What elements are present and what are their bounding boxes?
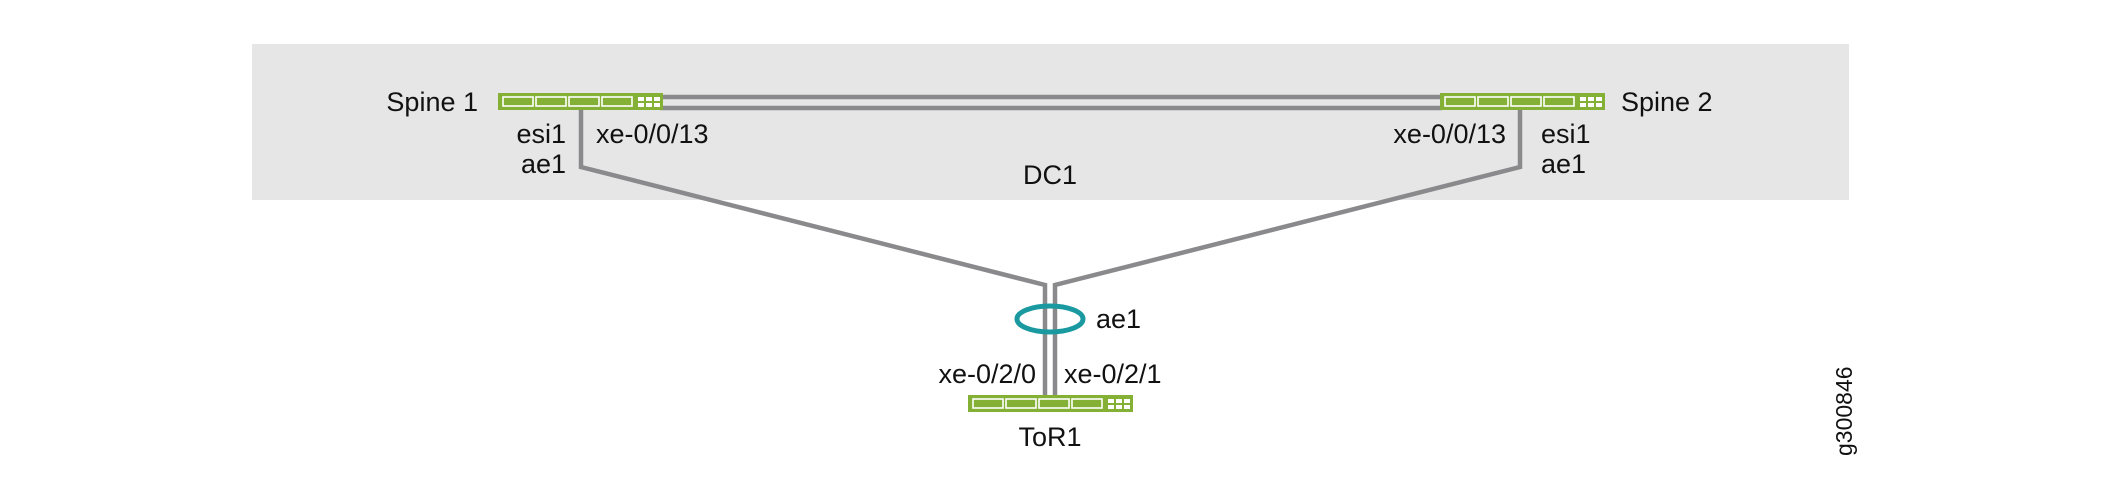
link-spine1-tor1	[578, 110, 1048, 396]
tor1-port-right-label: xe-0/2/1	[1064, 359, 1162, 389]
spine2-esi-label: esi1	[1541, 119, 1591, 149]
tor1-switch-icon	[968, 395, 1133, 412]
figure-id: g300846	[1831, 366, 1857, 456]
tor1-label: ToR1	[1018, 422, 1081, 452]
lag-ae1-icon	[1014, 303, 1086, 335]
link-spine2-tor1	[1052, 110, 1523, 396]
spine2-switch-icon	[1440, 93, 1605, 110]
dc1-region	[252, 44, 1849, 200]
spine2-port-label: xe-0/0/13	[1393, 119, 1506, 149]
spine1-esi-label: esi1	[516, 119, 566, 149]
spine1-ae-label: ae1	[521, 149, 566, 179]
dc1-label: DC1	[1023, 160, 1077, 190]
tor1-lag-label: ae1	[1096, 304, 1141, 334]
spine1-label: Spine 1	[386, 87, 478, 117]
spine2-ae-label: ae1	[1541, 149, 1586, 179]
spine2-label: Spine 2	[1621, 87, 1713, 117]
spine1-port-label: xe-0/0/13	[596, 119, 709, 149]
spine1-switch-icon	[498, 93, 663, 110]
tor1-port-left-label: xe-0/2/0	[938, 359, 1036, 389]
